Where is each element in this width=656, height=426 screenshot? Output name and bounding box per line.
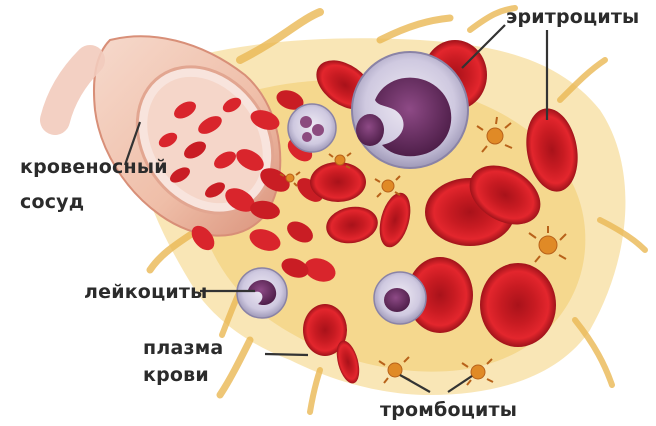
leukocyte bbox=[237, 268, 287, 318]
label-blood-vessel-line1: кровеносный bbox=[20, 158, 168, 177]
label-thrombocytes: тромбоциты bbox=[380, 401, 517, 420]
label-plasma-line2: крови bbox=[143, 366, 209, 385]
erythrocyte bbox=[480, 263, 556, 347]
leader-plasma bbox=[265, 354, 308, 355]
leukocyte bbox=[288, 104, 336, 152]
leukocyte bbox=[374, 272, 426, 324]
label-erythrocytes: эритроциты bbox=[506, 8, 639, 27]
label-leukocytes: лейкоциты bbox=[84, 283, 207, 302]
leukocyte bbox=[352, 52, 468, 168]
label-plasma-line1: плазма bbox=[143, 339, 223, 358]
label-blood-vessel-line2: сосуд bbox=[20, 193, 84, 212]
